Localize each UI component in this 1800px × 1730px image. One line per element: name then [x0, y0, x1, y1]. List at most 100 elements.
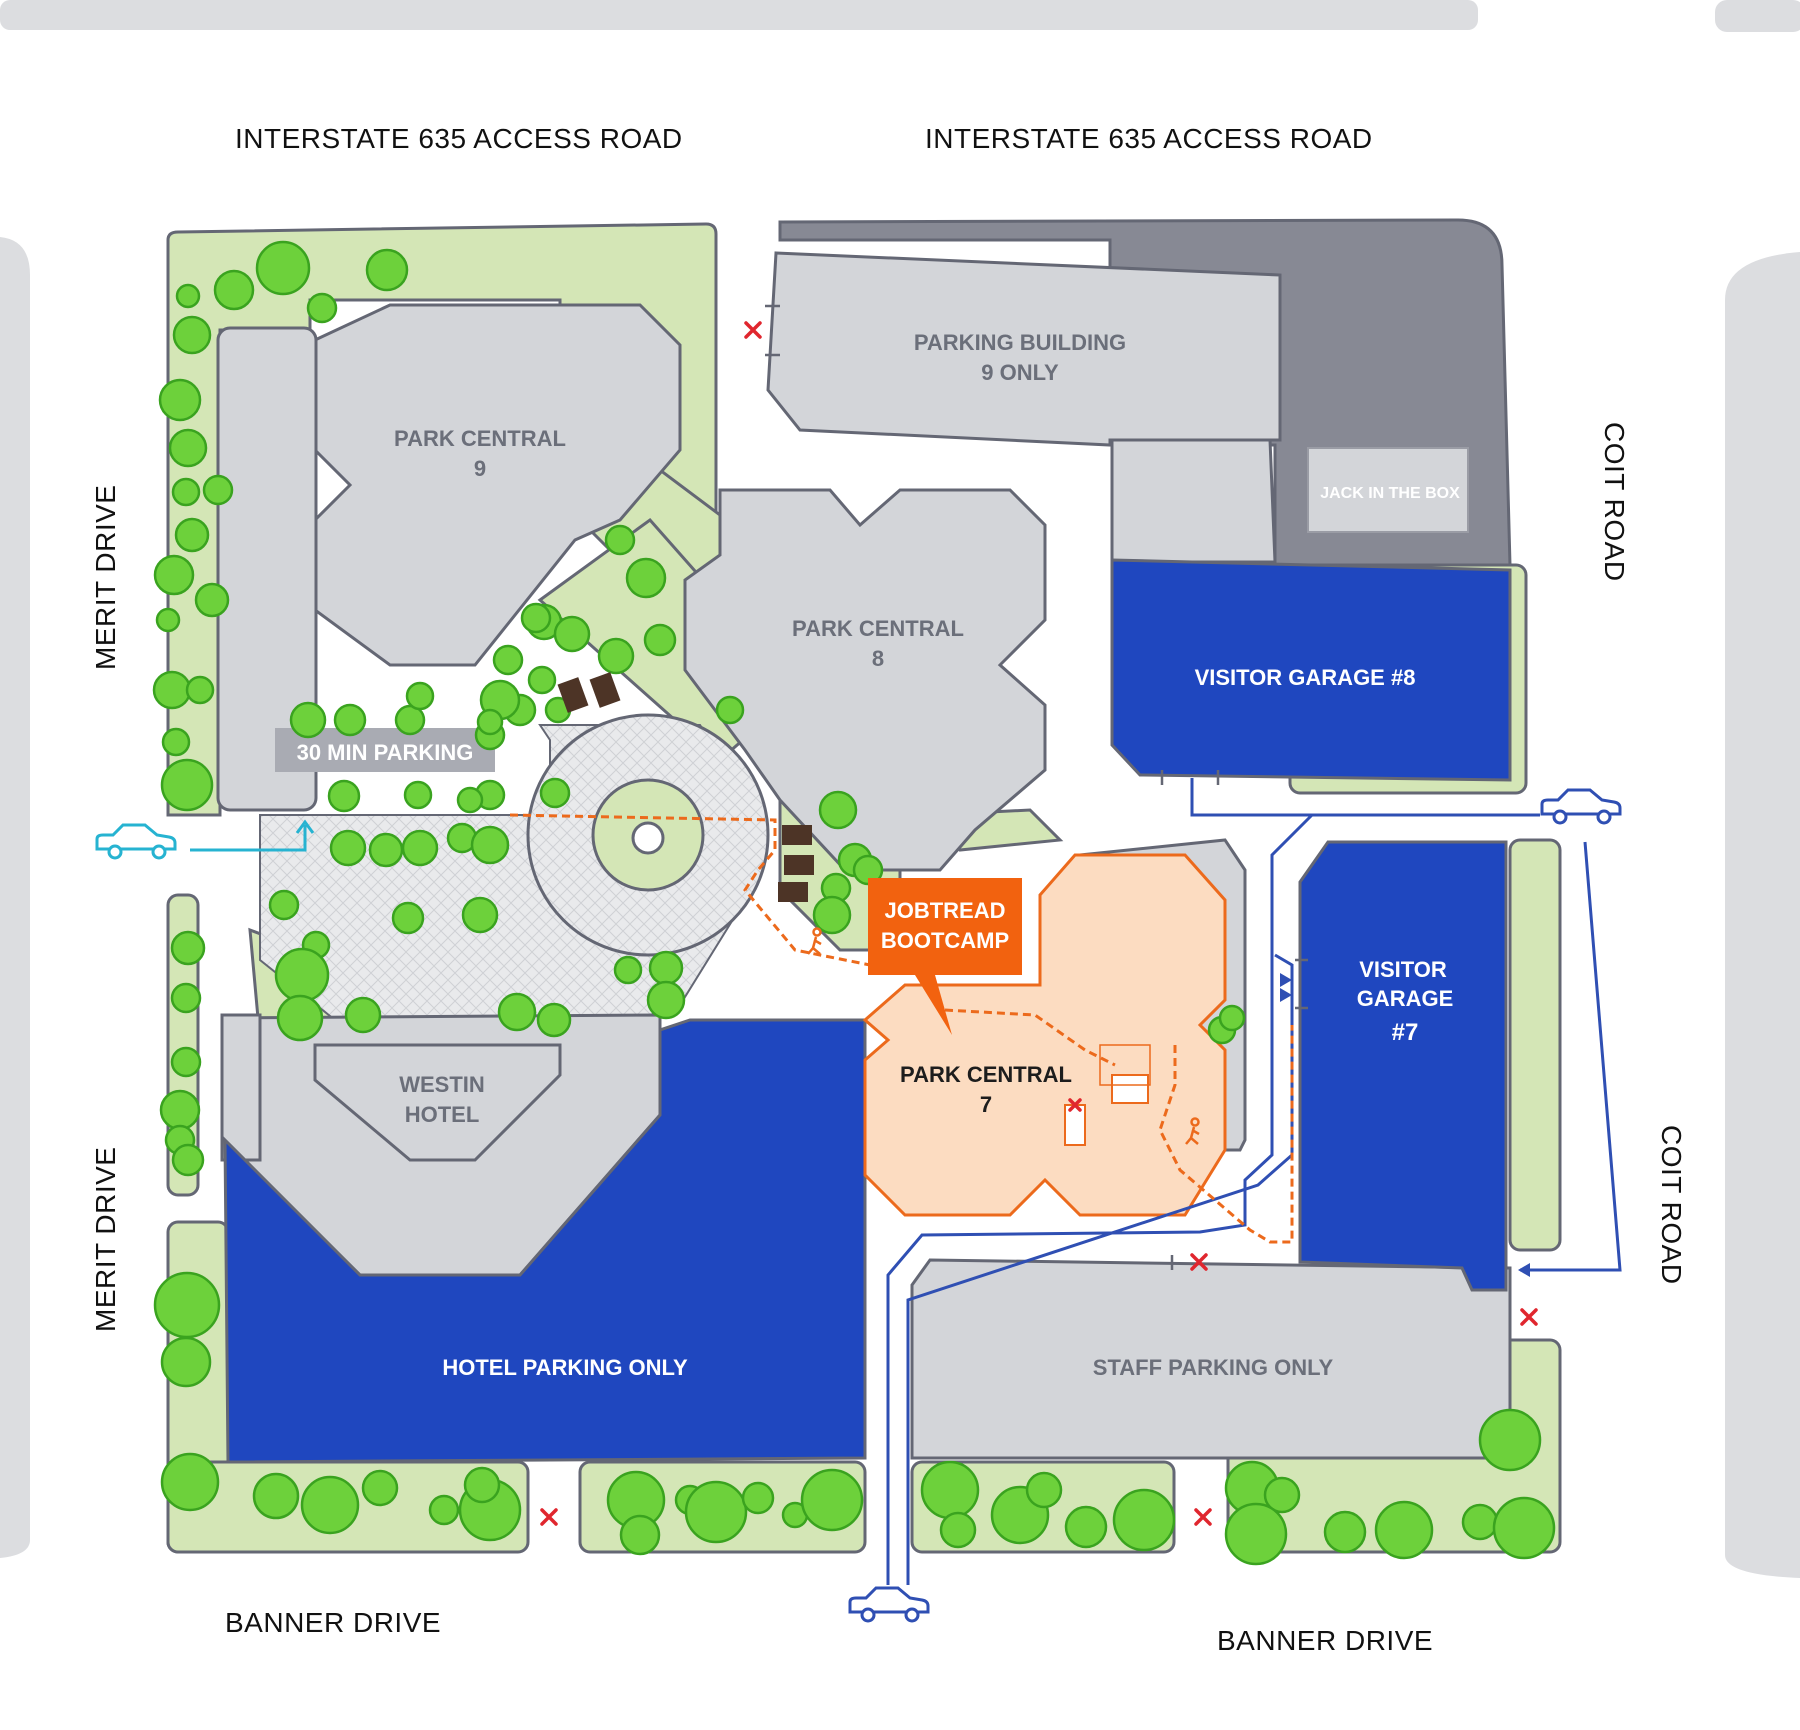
- gate-marks: [765, 304, 1308, 1270]
- tree-icon: [155, 607, 181, 633]
- tree-icon: [715, 695, 745, 725]
- tree-icon: [643, 623, 677, 657]
- visitor-garage-8: [1110, 558, 1512, 782]
- tree-icon: [276, 994, 324, 1042]
- tree-icon: [456, 786, 484, 814]
- tree-icon: [306, 292, 338, 324]
- walking-paths: [509, 813, 1294, 1244]
- tree-icon: [333, 703, 367, 737]
- road-label-coit-upper: COIT ROAD: [1599, 422, 1630, 582]
- no-entry-icon: [1520, 1308, 1538, 1326]
- tree-icon: [185, 675, 215, 705]
- benches: [557, 672, 814, 902]
- park-central-9: [313, 303, 682, 667]
- no-entry-icon: [1068, 1098, 1082, 1112]
- route-blue-mid: [886, 813, 1314, 1585]
- hotel-parking-garage: [223, 1018, 867, 1464]
- tree-icon: [170, 930, 206, 966]
- jobtread-bootcamp-callout: JOBTREAD BOOTCAMP: [868, 878, 1022, 1035]
- tree-icon: [428, 1494, 460, 1526]
- tree-icon: [597, 637, 635, 675]
- tree-icon: [274, 947, 330, 1003]
- label-thirty-min-parking: 30 MIN PARKING: [297, 740, 474, 765]
- route-blue-coit: [1520, 841, 1622, 1272]
- no-entry-icon: [540, 1508, 558, 1526]
- tree-icon: [403, 780, 433, 810]
- tree-icon: [368, 832, 404, 868]
- arrow-up-icon: [295, 819, 315, 834]
- tree-icon: [1218, 1004, 1246, 1032]
- label-park-central-9: PARK CENTRAL: [394, 426, 566, 451]
- tree-icon: [171, 477, 201, 507]
- park-central-7-highlight: [862, 838, 1247, 1217]
- car-icon: [1540, 788, 1622, 825]
- tree-icon: [361, 1469, 399, 1507]
- tree-icon: [202, 474, 234, 506]
- tree-icon: [405, 681, 435, 711]
- label-park-central-7-num: 7: [980, 1092, 992, 1117]
- cars: [95, 788, 1622, 1623]
- trees: [152, 240, 1556, 1566]
- tree-icon: [159, 1089, 201, 1131]
- tree-icon: [152, 670, 192, 710]
- label-hotel-parking: HOTEL PARKING ONLY: [442, 1355, 688, 1380]
- merit-lower-building: [220, 1013, 262, 1162]
- tree-icon: [527, 665, 557, 695]
- tree-icon: [619, 1514, 661, 1556]
- tree-icon: [175, 283, 201, 309]
- tree-icon: [492, 644, 524, 676]
- road-label-interstate-left: INTERSTATE 635 ACCESS ROAD: [235, 123, 683, 154]
- tree-icon: [170, 1046, 202, 1078]
- road-label-banner-left: BANNER DRIVE: [225, 1607, 441, 1638]
- walker-icons: [807, 927, 1200, 1145]
- arrow-right-icon: [1280, 973, 1292, 1002]
- tree-icon: [461, 896, 499, 934]
- tree-icon: [1323, 1510, 1367, 1554]
- outer-roads: [0, 0, 1800, 1578]
- callout-line-1: JOBTREAD: [884, 898, 1005, 923]
- tree-icon: [604, 524, 636, 556]
- tree-icon: [539, 777, 571, 809]
- road-label-merit-upper: MERIT DRIVE: [90, 485, 121, 670]
- tree-icon: [497, 992, 537, 1032]
- tree-icon: [1461, 1503, 1499, 1541]
- direction-arrows: [295, 819, 1530, 1277]
- jack-in-the-box-building: [1307, 447, 1469, 533]
- tree-icon: [172, 315, 212, 355]
- tree-icon: [153, 1271, 221, 1339]
- tree-icon: [300, 1475, 360, 1535]
- tree-icon: [1492, 1496, 1556, 1560]
- walking-person-icon: [1185, 1117, 1200, 1145]
- label-park-central-7: PARK CENTRAL: [900, 1062, 1072, 1087]
- route-cyan-entry: [190, 825, 307, 852]
- label-westin-hotel: HOTEL: [405, 1102, 480, 1127]
- label-visitor-garage-8: VISITOR GARAGE #8: [1195, 665, 1416, 690]
- park-central-8: [683, 488, 1047, 872]
- tree-icon: [741, 1481, 775, 1515]
- tree-icon: [170, 982, 202, 1014]
- route-blue-inner: [1274, 953, 1294, 1008]
- tree-icon: [289, 701, 327, 739]
- label-visitor-garage-7-line3: #7: [1392, 1019, 1419, 1046]
- tree-icon: [327, 779, 361, 813]
- tree-icon: [194, 582, 230, 618]
- tree-icon: [1064, 1505, 1108, 1549]
- label-park-central-8: PARK CENTRAL: [792, 616, 964, 641]
- tree-icon: [800, 1468, 864, 1532]
- tree-icon: [476, 708, 504, 736]
- car-icon: [95, 823, 177, 860]
- label-staff-parking: STAFF PARKING ONLY: [1093, 1355, 1334, 1380]
- tree-icon: [684, 1480, 748, 1544]
- car-icon: [848, 1586, 930, 1623]
- tree-icon: [158, 378, 202, 422]
- tree-icon: [252, 1472, 300, 1520]
- tree-icon: [1224, 1502, 1288, 1566]
- tree-icon: [153, 554, 195, 596]
- no-entry-icon: [744, 321, 762, 339]
- tree-icon: [344, 996, 382, 1034]
- tree-icon: [255, 240, 311, 296]
- roundabout: [526, 713, 770, 957]
- road-label-banner-right: BANNER DRIVE: [1217, 1625, 1433, 1656]
- tree-icon: [818, 790, 858, 830]
